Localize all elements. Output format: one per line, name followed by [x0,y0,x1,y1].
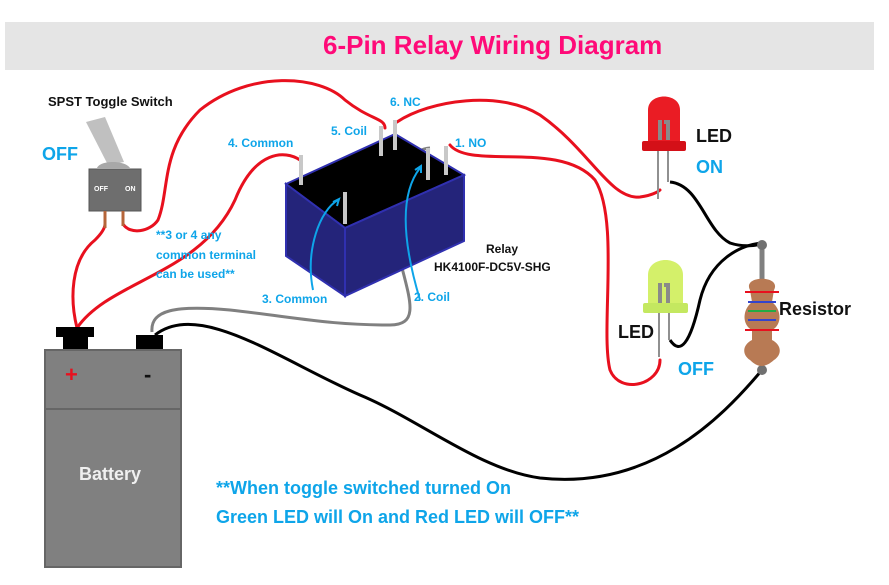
pin-label-3: 3. Common [262,292,328,306]
red-wires [71,79,662,386]
switch-state: OFF [42,144,78,164]
pin-label-1: 1. NO [455,136,487,150]
note-common-line3: can be used** [156,267,235,281]
page-title: 6-Pin Relay Wiring Diagram [323,30,663,60]
switch-body [88,168,142,212]
wire-battery-minus-to-resistor [154,323,764,481]
relay-pins [299,120,448,224]
toggle-switch[interactable] [86,117,142,228]
pin-pointer-arrows [309,164,422,301]
wire-no-to-green-led [448,143,662,386]
relay-model: HK4100F-DC5V-SHG [434,260,551,274]
switch-on-label: ON [125,186,136,193]
battery-body [44,349,182,568]
note-common-line1: **3 or 4 any [156,228,222,242]
title-bar [5,22,874,70]
black-wires [154,180,764,481]
switch-off-label: OFF [94,186,108,193]
wire-red-led-to-resistor [669,180,764,248]
green-led [643,260,688,357]
relay-name: Relay [486,242,519,256]
pin-label-5: 5. Coil [331,124,368,138]
switch-heading: SPST Toggle Switch [48,94,173,109]
pin-label-2: 2. Coil [414,290,451,304]
pin-label-6: 6. NC [390,95,421,109]
relay [284,120,467,301]
wire-battery-plus-to-common4 [75,153,302,330]
red-led-label: LED [696,126,732,146]
battery-minus: - [144,362,152,387]
wire-green-led-to-resistor [668,241,763,348]
resistor-label: Resistor [779,299,852,319]
resistor [744,240,780,375]
green-led-label: LED [618,322,654,342]
note-common-line2: common terminal [156,248,257,262]
battery-label: Battery [79,464,142,484]
green-led-state: OFF [678,359,714,379]
wire-switch-to-coil5 [121,79,387,233]
wire-nc-to-red-led [395,98,662,199]
pin-label-4: 4. Common [228,136,294,150]
footnote-line2: Green LED will On and Red LED will OFF** [216,507,580,527]
toggle-lever [86,117,124,165]
red-led [642,96,686,199]
relay-side [344,173,465,298]
footnote-line1: **When toggle switched turned On [216,478,512,498]
battery-plus: + [65,362,78,387]
red-led-state: ON [696,157,723,177]
battery [44,327,182,568]
